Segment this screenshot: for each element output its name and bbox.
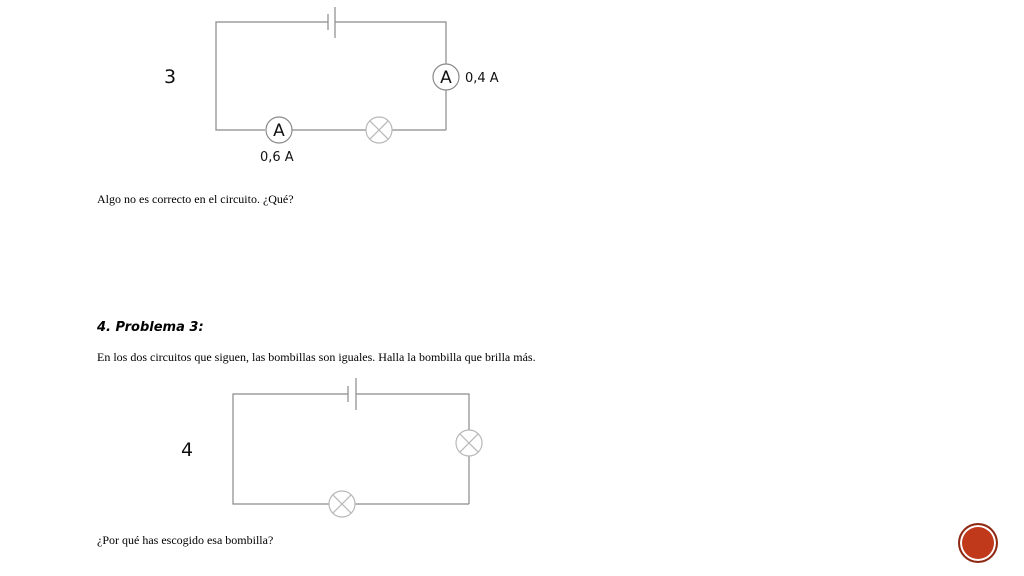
- question-4: ¿Por qué has escogido esa bombilla?: [97, 533, 274, 547]
- ammeter-symbol: A: [273, 121, 285, 141]
- circuit-4: 4: [181, 378, 483, 518]
- circuit-3-wire: [215, 21, 328, 131]
- problem-statement: En los dos circuitos que siguen, las bom…: [97, 350, 536, 364]
- circuit-3: A 0,4 A A 0,6 A 3: [164, 7, 499, 165]
- next-slide-button[interactable]: [958, 523, 998, 563]
- bulb-icon: [365, 116, 393, 144]
- battery-icon: [347, 378, 357, 410]
- question-3: Algo no es correcto en el circuito. ¿Qué…: [97, 192, 294, 206]
- circuit-4-number: 4: [181, 439, 193, 461]
- circuit-4-wire: [232, 393, 348, 505]
- ammeter-right-reading: 0,4 A: [465, 71, 499, 86]
- ammeter-bottom-reading: 0,6 A: [260, 150, 294, 165]
- circuit-4-wire: [356, 393, 470, 430]
- ammeter-icon: A: [265, 116, 293, 144]
- circuit-3-number: 3: [164, 66, 176, 88]
- circuit-3-wire: [335, 21, 447, 64]
- bulb-icon: [455, 429, 483, 457]
- ammeter-icon: A: [432, 63, 460, 91]
- bulb-icon: [328, 490, 356, 518]
- battery-icon: [327, 7, 336, 38]
- problem-heading: 4. Problema 3:: [97, 320, 204, 335]
- ammeter-symbol: A: [440, 68, 452, 88]
